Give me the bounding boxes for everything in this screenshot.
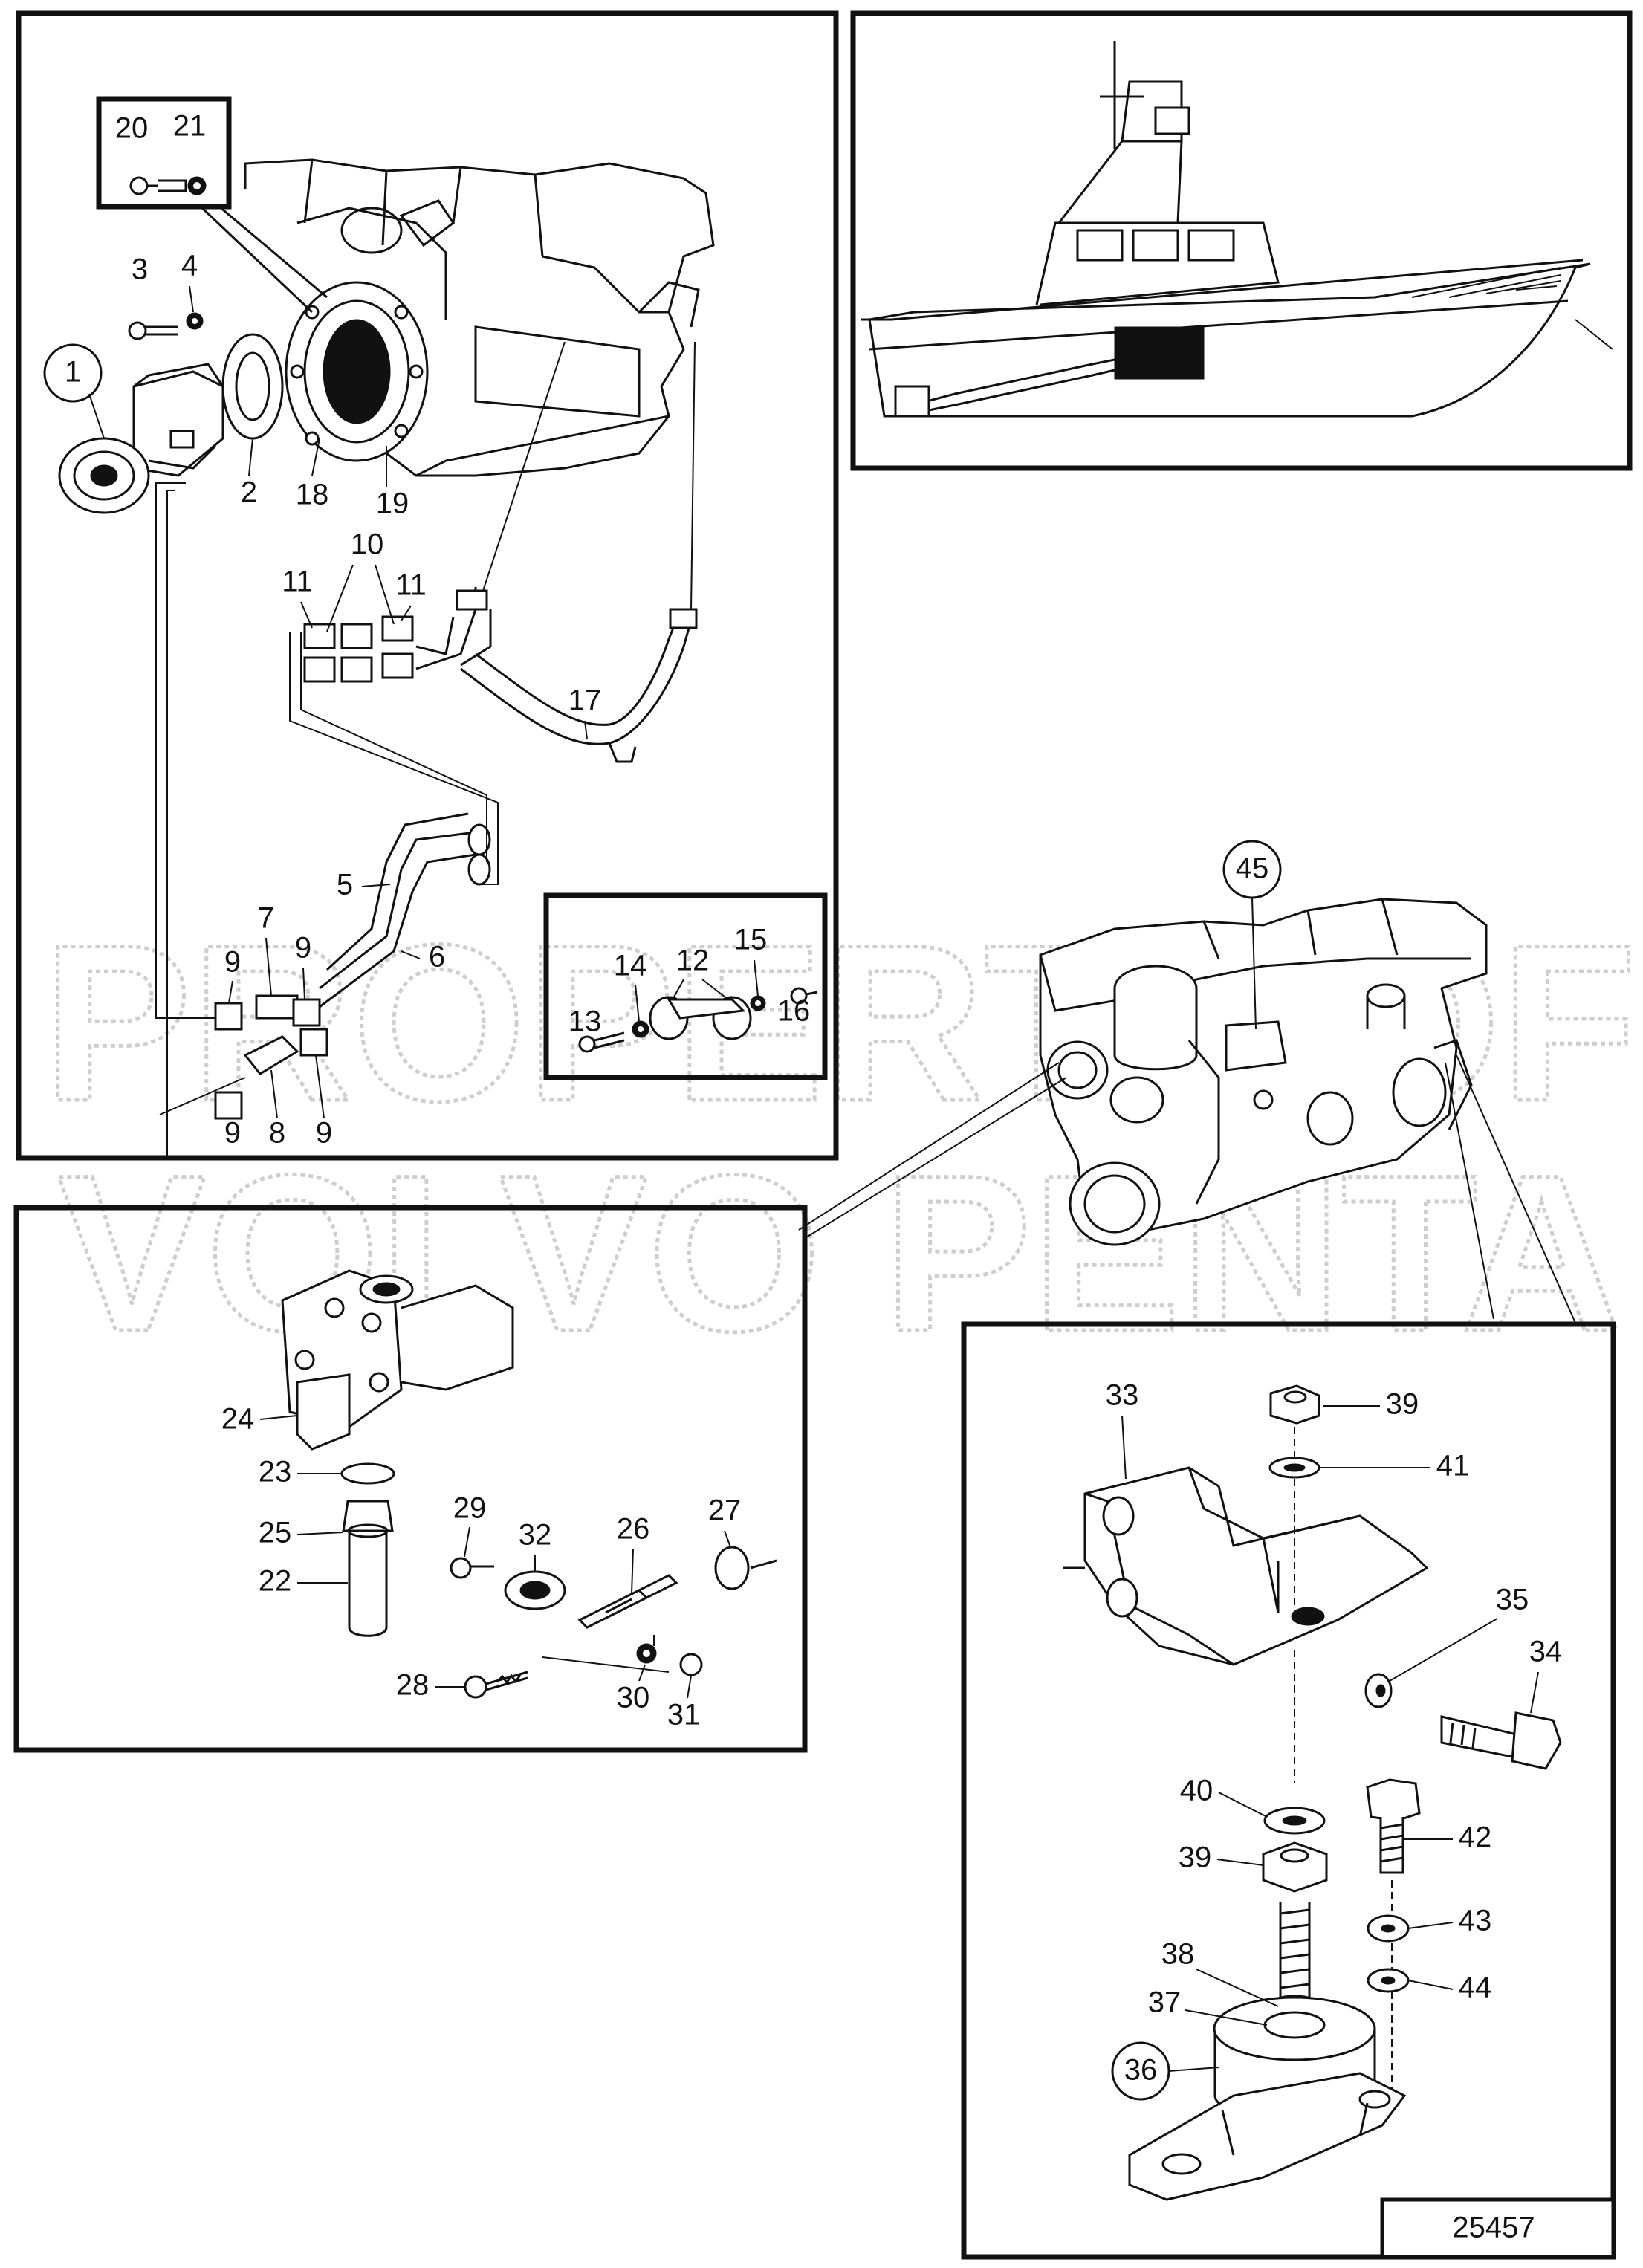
nipple-25 (342, 1500, 394, 1532)
boat-hull (868, 262, 1591, 418)
callout-circle-1 (43, 343, 103, 403)
clamp-inset (543, 892, 828, 1080)
callout-43: 43 (1459, 1905, 1492, 1937)
callout-16: 16 (777, 995, 811, 1028)
callout-36: 36 (1124, 2054, 1158, 2087)
callout-28: 28 (396, 1669, 430, 1702)
callout-35: 35 (1496, 1584, 1529, 1616)
callout-9b: 9 (295, 932, 311, 965)
callout-9c: 9 (224, 1117, 241, 1150)
pump-panel-frame (13, 1205, 808, 1753)
gasket-2 (221, 333, 284, 440)
hose-fittings-10-11 (303, 615, 455, 683)
boat-engine (1114, 326, 1205, 380)
hose-frame-lines (155, 482, 499, 1159)
figure-number: 25457 (1452, 2212, 1535, 2244)
callout-42: 42 (1459, 1821, 1492, 1854)
callout-21: 21 (173, 110, 207, 143)
seawater-pump-1 (58, 363, 224, 514)
callout-5: 5 (337, 869, 353, 901)
pipe-22 (348, 1529, 388, 1637)
callouts-pump-detail: 24 23 25 22 29 32 26 27 28 30 31 (221, 1403, 742, 1731)
callout-32: 32 (519, 1519, 552, 1552)
mount-bracket-33 (1063, 1466, 1429, 1666)
callout-29: 29 (453, 1492, 487, 1525)
clamp-assembly (450, 1546, 777, 1699)
callout-14: 14 (614, 950, 647, 982)
pipe-17 (415, 341, 698, 763)
callout-25: 25 (259, 1517, 292, 1549)
callout-13: 13 (568, 1005, 602, 1038)
clamp-inset-frame (543, 892, 828, 1080)
callout-18: 18 (296, 479, 329, 511)
bolt-42 (1366, 1778, 1421, 1822)
callout-3: 3 (132, 253, 148, 286)
panel-pump-detail: 24 23 25 22 29 32 26 27 28 30 31 (13, 1205, 808, 1753)
callout-40: 40 (1180, 1775, 1213, 1807)
callout-7: 7 (258, 902, 274, 935)
callout-12: 12 (676, 945, 710, 977)
callouts-engine-cooling: 20 21 3 4 1 2 18 19 10 11 11 17 5 6 (43, 110, 811, 1150)
panel-engine-mount: 25457 (961, 1321, 1616, 2260)
callout-30: 30 (617, 1682, 650, 1714)
callout-19: 19 (376, 487, 409, 520)
callout-27: 27 (708, 1494, 742, 1527)
callout-6: 6 (429, 941, 445, 973)
mount-panel-frame (961, 1321, 1616, 2260)
figure-number-tab (1380, 2197, 1616, 2259)
callout-2: 2 (241, 476, 257, 509)
gearbox-assembly: 45 (798, 840, 1576, 1323)
callout-45: 45 (1236, 852, 1269, 885)
screw-3 (128, 321, 147, 340)
callout-44: 44 (1459, 1971, 1492, 2004)
callout-15: 15 (734, 924, 768, 956)
callouts-engine-mount: 33 39 41 35 34 40 39 42 43 44 38 37 3 (1106, 1379, 1563, 2101)
nut-39-top (1269, 1384, 1320, 1425)
callout-39b: 39 (1179, 1841, 1212, 1874)
o-ring-23 (340, 1462, 395, 1485)
boat-panel-frame (850, 10, 1633, 471)
callout-38: 38 (1161, 1938, 1195, 1971)
callout-34: 34 (1529, 1636, 1563, 1668)
callout-1: 1 (65, 356, 81, 389)
callout-37: 37 (1148, 1986, 1182, 2019)
callout-9a: 9 (224, 946, 241, 979)
hose-clips-7-8-9 (214, 994, 328, 1120)
panel-boat-overview (850, 10, 1633, 471)
callout-20: 20 (115, 112, 149, 145)
rubber-mount-36 (1128, 1902, 1407, 2201)
callout-24: 24 (221, 1403, 255, 1436)
panel-engine-cooling: 20 21 3 4 1 2 18 19 10 11 11 17 5 6 (16, 10, 839, 1161)
callout-23: 23 (259, 1456, 292, 1488)
callout-10: 10 (351, 528, 384, 561)
callout-39a: 39 (1386, 1388, 1419, 1421)
callout-17: 17 (568, 684, 602, 717)
callout-8: 8 (269, 1117, 285, 1150)
callout-22: 22 (259, 1565, 292, 1598)
callout-9d: 9 (316, 1117, 332, 1150)
inset-bolt-20-21 (96, 96, 232, 210)
callout-31: 31 (667, 1699, 701, 1731)
callout-26: 26 (617, 1513, 650, 1546)
nut-39-bottom (1262, 1841, 1328, 1893)
callout-11b: 11 (395, 569, 427, 602)
callout-33: 33 (1106, 1379, 1139, 1412)
callout-11a: 11 (282, 566, 313, 598)
pump-body (281, 1269, 514, 1451)
engine-block (244, 158, 715, 477)
callout-41: 41 (1436, 1450, 1470, 1483)
pump-flange-18-19 (285, 281, 429, 462)
panel-frame (16, 10, 839, 1161)
pipes-5-6 (319, 812, 491, 1008)
callout-4: 4 (181, 250, 198, 282)
